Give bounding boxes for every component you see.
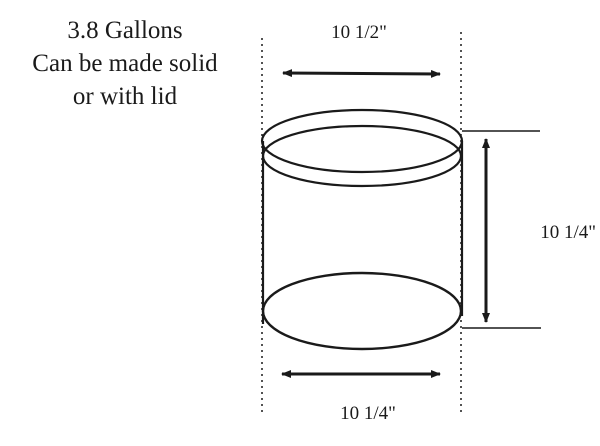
bottom-width-label: 10 1/4" bbox=[340, 403, 396, 424]
capacity-caption: 3.8 Gallons Can be made solid or with li… bbox=[0, 14, 250, 113]
caption-capacity: 3.8 Gallons bbox=[67, 17, 183, 44]
cylinder-rim-outer bbox=[260, 108, 464, 174]
height-label: 10 1/4" bbox=[540, 222, 596, 243]
caption-note-solid: Can be made solid bbox=[32, 50, 218, 77]
cylinder-rim-inner bbox=[261, 124, 463, 188]
caption-note-lid: or with lid bbox=[72, 83, 178, 110]
top-width-label: 10 1/2" bbox=[331, 22, 387, 43]
cylinder bbox=[260, 108, 464, 351]
cylinder-base bbox=[261, 271, 463, 351]
top-width-arrow bbox=[282, 69, 441, 78]
